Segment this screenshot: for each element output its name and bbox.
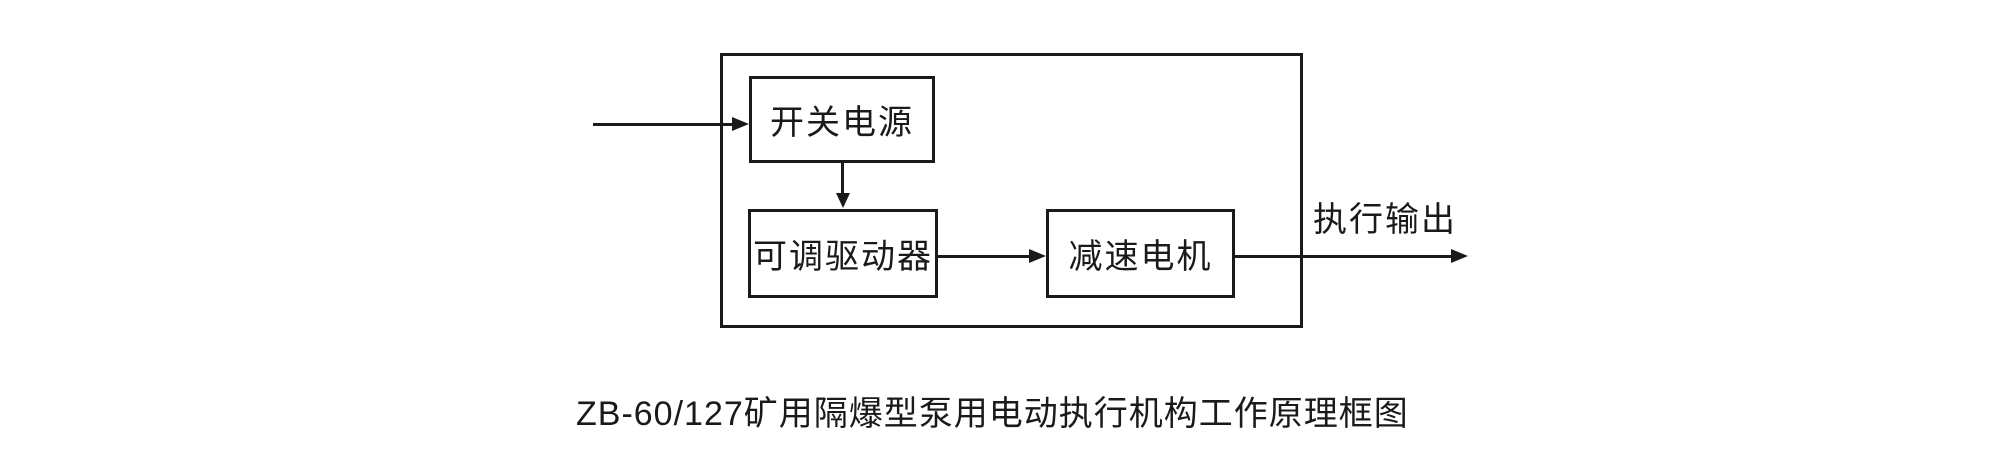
block-gear-motor: 减速电机 — [1046, 209, 1235, 298]
input-arrow-line — [593, 123, 734, 126]
outer-enclosure-frame — [720, 53, 1303, 328]
block-adjustable-driver-label: 可调驱动器 — [753, 238, 933, 276]
output-arrow-label: 执行输出 — [1313, 201, 1457, 239]
figure-caption: ZB-60/127矿用隔爆型泵用电动执行机构工作原理框图 — [576, 395, 1409, 433]
driver-to-motor-arrowhead-icon — [1029, 249, 1046, 263]
power-to-driver-arrowhead-icon — [836, 193, 850, 208]
block-adjustable-driver: 可调驱动器 — [748, 209, 938, 298]
block-switching-power-supply-label: 开关电源 — [770, 104, 914, 142]
block-switching-power-supply: 开关电源 — [749, 76, 935, 163]
output-arrow-line — [1235, 255, 1452, 258]
output-arrowhead-icon — [1451, 249, 1468, 263]
input-arrowhead-icon — [732, 117, 749, 131]
driver-to-motor-arrow-line — [938, 255, 1031, 258]
block-gear-motor-label: 减速电机 — [1068, 238, 1213, 276]
power-to-driver-arrow-line — [841, 163, 844, 195]
